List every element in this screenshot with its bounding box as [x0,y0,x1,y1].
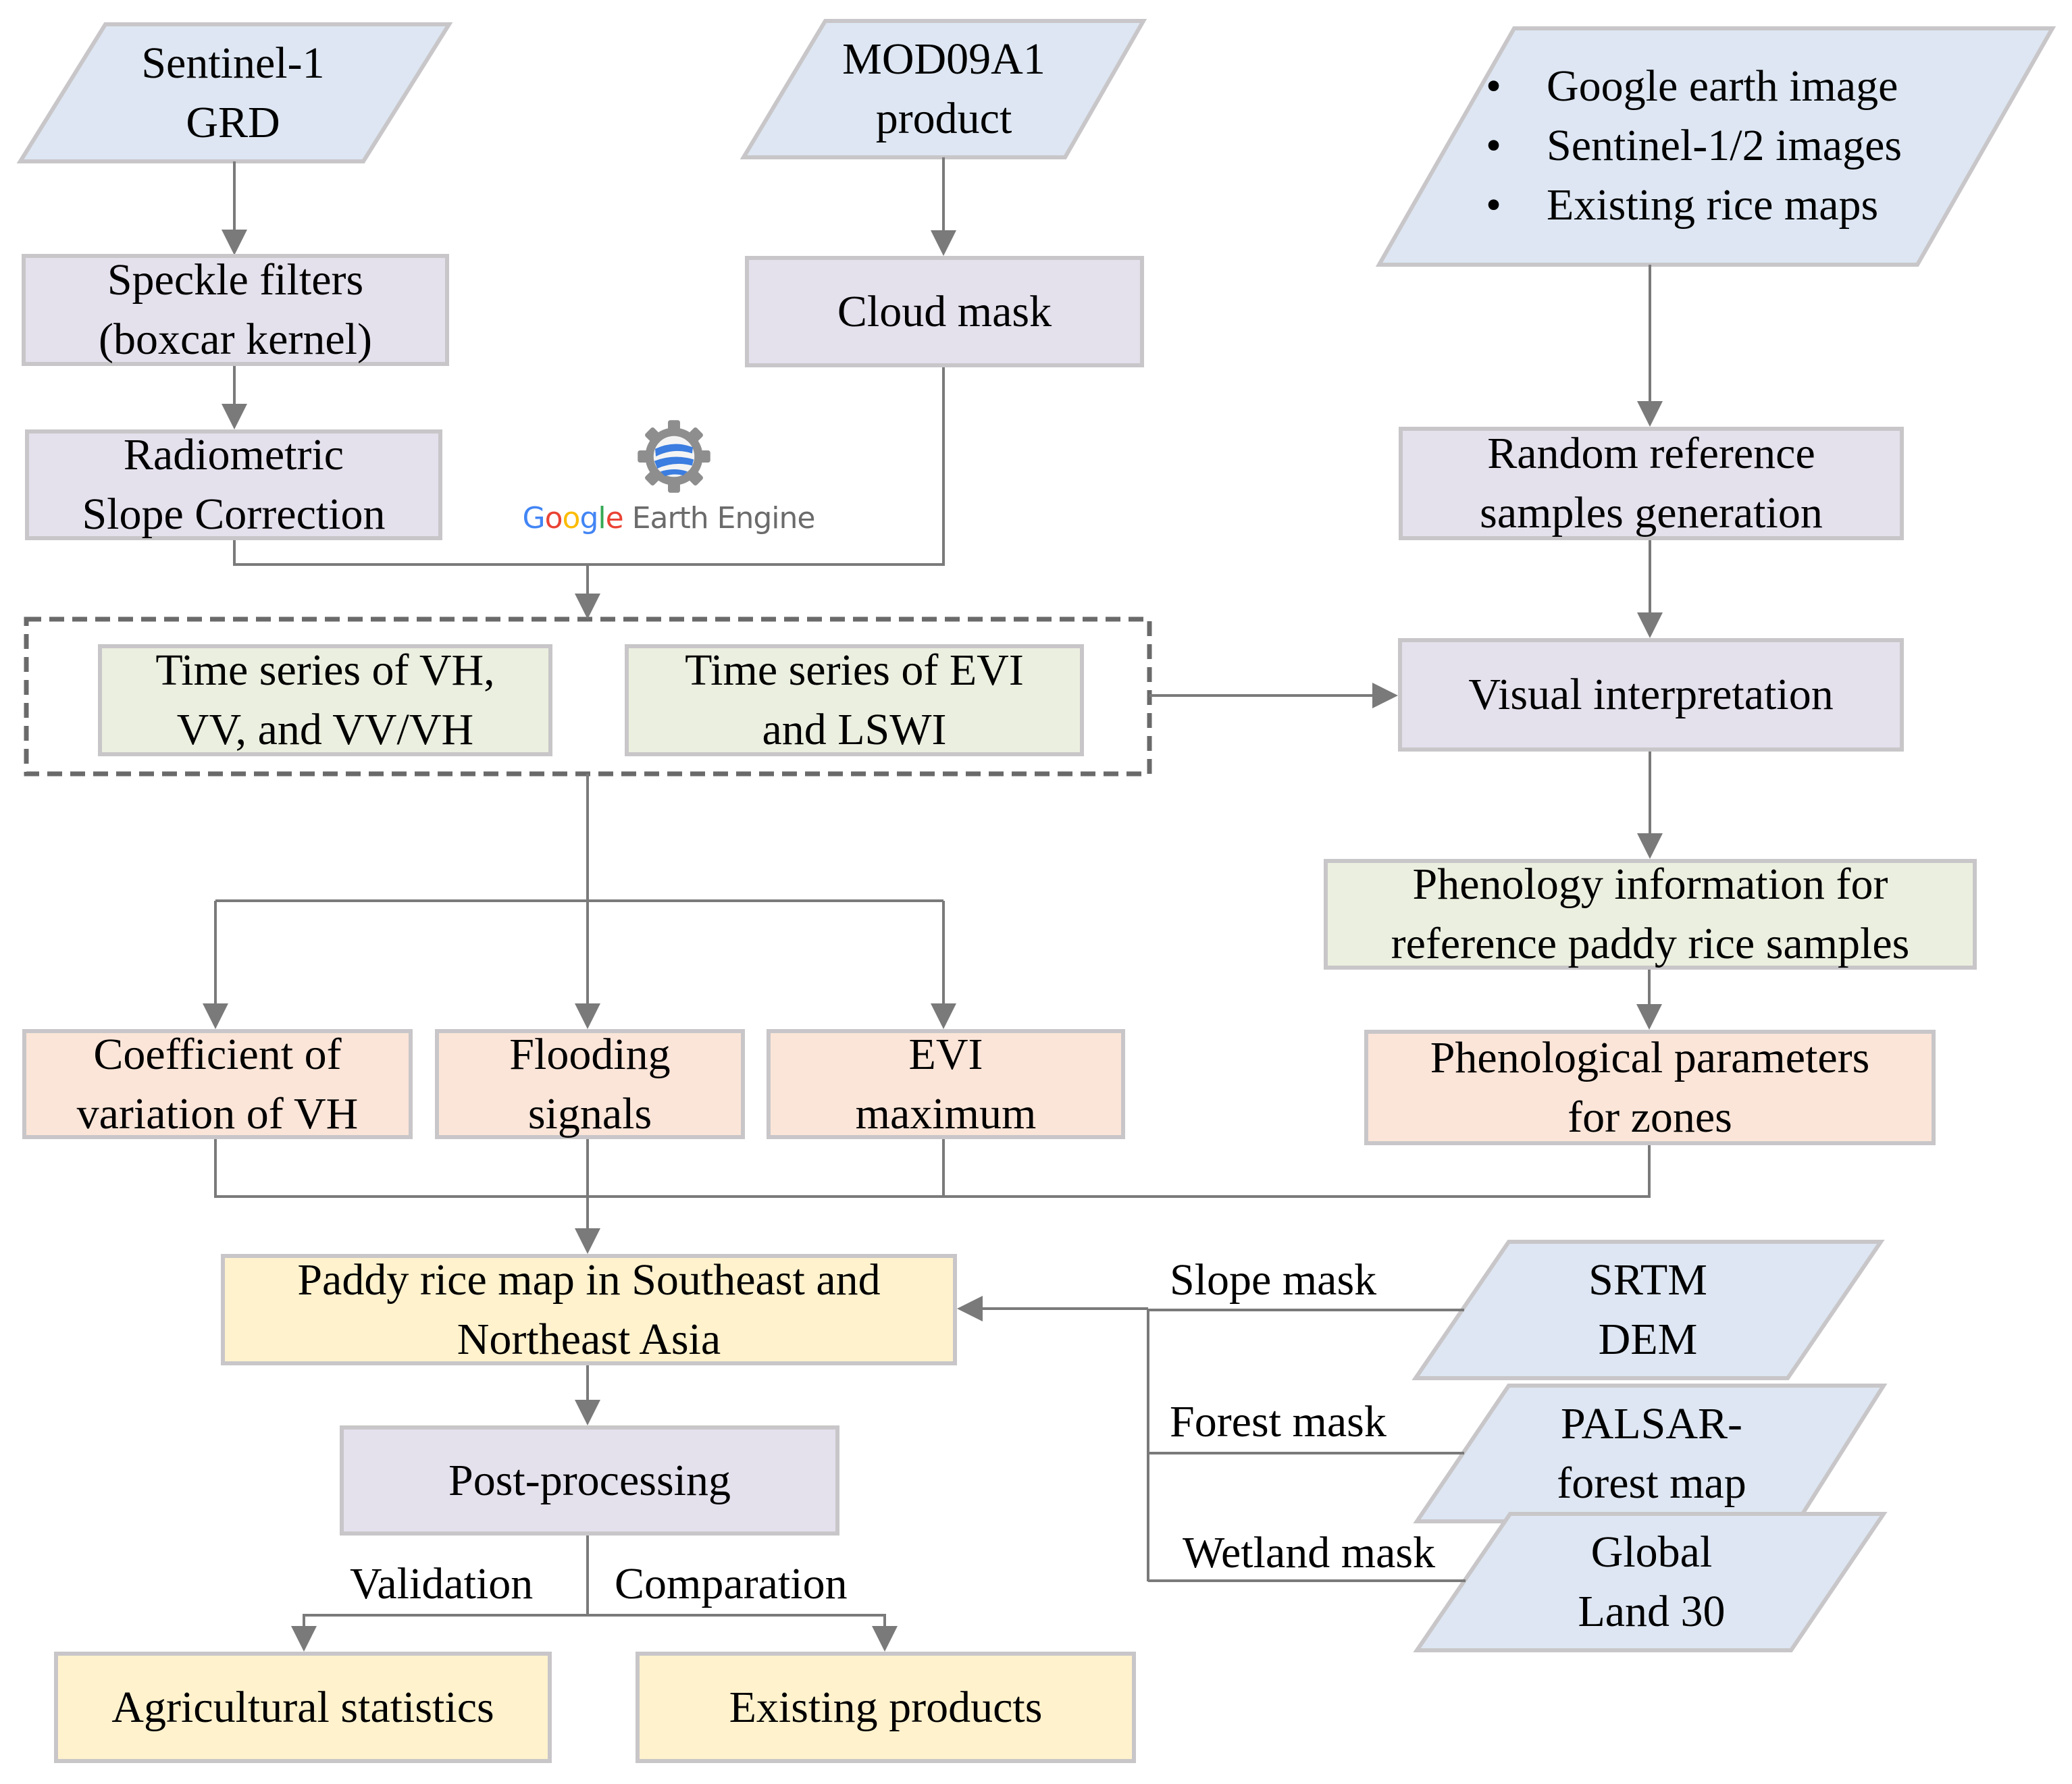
arrowhead-down [291,1626,317,1652]
phenology-info-box: Phenology information for reference padd… [1324,859,1977,970]
sentinel1-input: Sentinel-1 GRD [141,38,325,147]
bullet-icon: • [1486,180,1502,230]
arrowhead-down [575,594,600,619]
reference-source-item: •Sentinel-1/2 images [1486,116,1999,176]
arrowhead-down [1637,833,1663,859]
palsar-input: PALSAR- forest map [1557,1398,1746,1508]
arrowhead-down [575,1003,600,1029]
reference-source-item: •Existing rice maps [1486,176,1999,235]
radiometric-correction-box: Radiometric Slope Correction [25,429,442,540]
arrowhead-down [575,1228,600,1254]
arrowhead-right [1372,683,1398,708]
arrowhead-down [1637,401,1663,427]
comparation-label: Comparation [615,1559,848,1608]
reference-source-item: •Google earth image [1486,57,1999,116]
random-reference-box: Random reference samples generation [1399,427,1904,540]
arrowhead-down [931,1003,956,1029]
slope-mask-label: Slope mask [1170,1255,1377,1305]
mod09a1-input: MOD09A1 product [842,34,1045,143]
validation-label: Validation [350,1559,534,1608]
evi-maximum-box: EVI maximum [767,1029,1125,1139]
edge-comparation [588,1614,886,1634]
sar-timeseries-box: Time series of VH, VV, and VV/VH [98,644,552,756]
srtm-input: SRTM DEM [1588,1255,1707,1364]
globeland-shape [1413,1512,1888,1652]
cloud-mask-box: Cloud mask [745,256,1144,367]
google-earth-engine-logo: Google Earth Engine [520,419,817,547]
sentinel1-shape [16,22,453,163]
bullet-icon: • [1486,121,1502,170]
phenological-parameters-box: Phenological parameters for zones [1364,1030,1936,1145]
arrowhead-down [931,230,956,256]
google-earth-engine-wordmark: Google Earth Engine [522,501,816,535]
globeland-input: Global Land 30 [1578,1527,1726,1636]
arrowhead-down [872,1626,898,1652]
arrowhead-down [575,1400,600,1425]
arrowhead-down [222,404,247,429]
existing-products-box: Existing products [636,1652,1136,1763]
connector-lines [214,157,1651,1634]
wetland-mask-label: Wetland mask [1183,1528,1436,1577]
arrowhead-left [957,1296,983,1321]
speckle-filter-box: Speckle filters (boxcar kernel) [22,254,449,366]
earth-engine-gear-globe-icon [638,420,710,493]
optical-timeseries-box: Time series of EVI and LSWI [625,644,1084,756]
edge-features-merge [214,1139,1651,1198]
bullet-icon: • [1486,61,1502,111]
cv-vh-box: Coefficient of variation of VH [22,1029,413,1139]
arrowhead-down [222,230,247,255]
post-processing-box: Post-processing [340,1425,839,1536]
arrowhead-down [1636,1004,1662,1030]
reference-sources-list: •Google earth image •Sentinel-1/2 images… [1486,57,1999,235]
flooding-signals-box: Flooding signals [435,1029,745,1139]
mod09a1-shape [740,19,1147,159]
reference-sources-shape [1375,26,2056,267]
arrowhead-down [203,1003,228,1029]
paddy-rice-map-box: Paddy rice map in Southeast and Northeas… [221,1254,957,1365]
google-wordmark: Google [522,501,624,535]
visual-interpretation-box: Visual interpretation [1398,638,1904,752]
arrowheads [203,230,1663,1652]
arrowhead-down [1637,612,1663,638]
srtm-shape [1411,1240,1885,1380]
edge-validation [303,1614,588,1634]
agricultural-statistics-box: Agricultural statistics [54,1652,552,1763]
forest-mask-label: Forest mask [1170,1397,1387,1446]
